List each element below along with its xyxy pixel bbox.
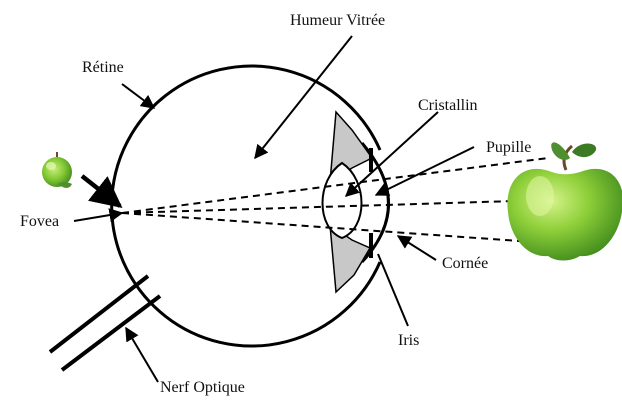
- label-fovea: Fovea: [20, 213, 59, 230]
- label-iris: Iris: [398, 332, 419, 349]
- pointer-cornee: [398, 236, 436, 260]
- label-nerf-optique: Nerf Optique: [160, 379, 245, 396]
- label-cornee: Cornée: [442, 255, 488, 272]
- pointer-nerf-optique: [126, 328, 158, 382]
- green-apple-icon: [507, 142, 622, 260]
- pointer-iris: [378, 254, 408, 326]
- small-inverted-apple-icon: [42, 152, 72, 188]
- label-retine: Rétine: [82, 59, 124, 76]
- label-pupille: Pupille: [486, 139, 531, 156]
- label-cristallin: Cristallin: [418, 97, 478, 114]
- pointer-retine: [122, 84, 154, 108]
- pointer-fovea: [74, 213, 122, 221]
- label-humeur-vitree: Humeur Vitrée: [290, 12, 385, 29]
